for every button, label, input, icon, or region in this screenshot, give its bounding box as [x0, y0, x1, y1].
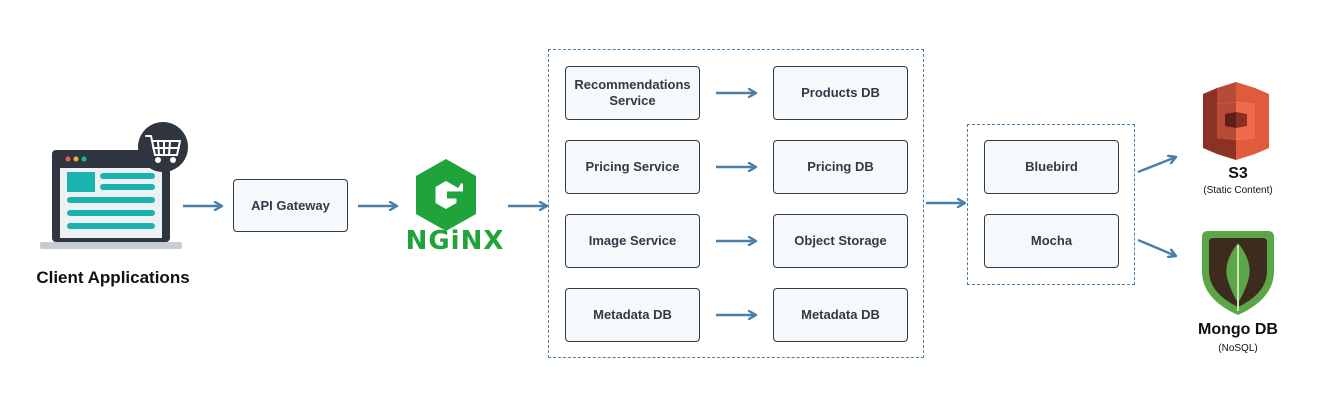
library-label: Mocha: [1030, 233, 1073, 248]
store-label: Metadata DB: [801, 307, 880, 322]
cart-icon: [145, 135, 181, 163]
service-label: Metadata DB: [593, 307, 672, 322]
client-applications-label: Client Applications: [36, 268, 190, 287]
store-box-metadata-db[interactable]: Metadata DB: [773, 288, 908, 342]
store-box-object-storage[interactable]: Object Storage: [773, 214, 908, 268]
nginx-wordmark: NGiNX: [405, 226, 505, 256]
s3-bucket-icon: [1203, 82, 1269, 160]
services-group: [548, 49, 924, 358]
store-label: Object Storage: [794, 233, 887, 248]
library-box-bluebird[interactable]: Bluebird: [984, 140, 1119, 194]
service-label: Recommendations Service: [574, 77, 691, 108]
mongodb-label: Mongo DB: [1198, 321, 1278, 338]
service-box-metadata[interactable]: Metadata DB: [565, 288, 700, 342]
service-box-image[interactable]: Image Service: [565, 214, 700, 268]
service-box-recommendations[interactable]: Recommendations Service: [565, 66, 700, 120]
mongodb-leaf-icon: [1202, 231, 1274, 315]
mongodb-sublabel: (NoSQL): [1218, 343, 1258, 354]
library-box-mocha[interactable]: Mocha: [984, 214, 1119, 268]
service-label: Image Service: [588, 233, 677, 248]
store-box-pricing-db[interactable]: Pricing DB: [773, 140, 908, 194]
nginx-logo-icon: [416, 159, 476, 231]
service-label: Pricing Service: [585, 159, 680, 174]
store-label: Products DB: [801, 85, 880, 100]
service-box-pricing[interactable]: Pricing Service: [565, 140, 700, 194]
arrow-to-mongodb: [1137, 238, 1176, 256]
laptop-icon: [40, 122, 188, 249]
arrow-to-s3: [1137, 157, 1176, 174]
api-gateway-label: API Gateway: [251, 197, 330, 213]
s3-sublabel: (Static Content): [1203, 185, 1273, 196]
store-label: Pricing DB: [807, 159, 874, 174]
libraries-group: [967, 124, 1135, 285]
s3-label: S3: [1228, 165, 1248, 182]
library-label: Bluebird: [1025, 159, 1078, 174]
api-gateway-box[interactable]: API Gateway: [233, 179, 348, 232]
store-box-products-db[interactable]: Products DB: [773, 66, 908, 120]
